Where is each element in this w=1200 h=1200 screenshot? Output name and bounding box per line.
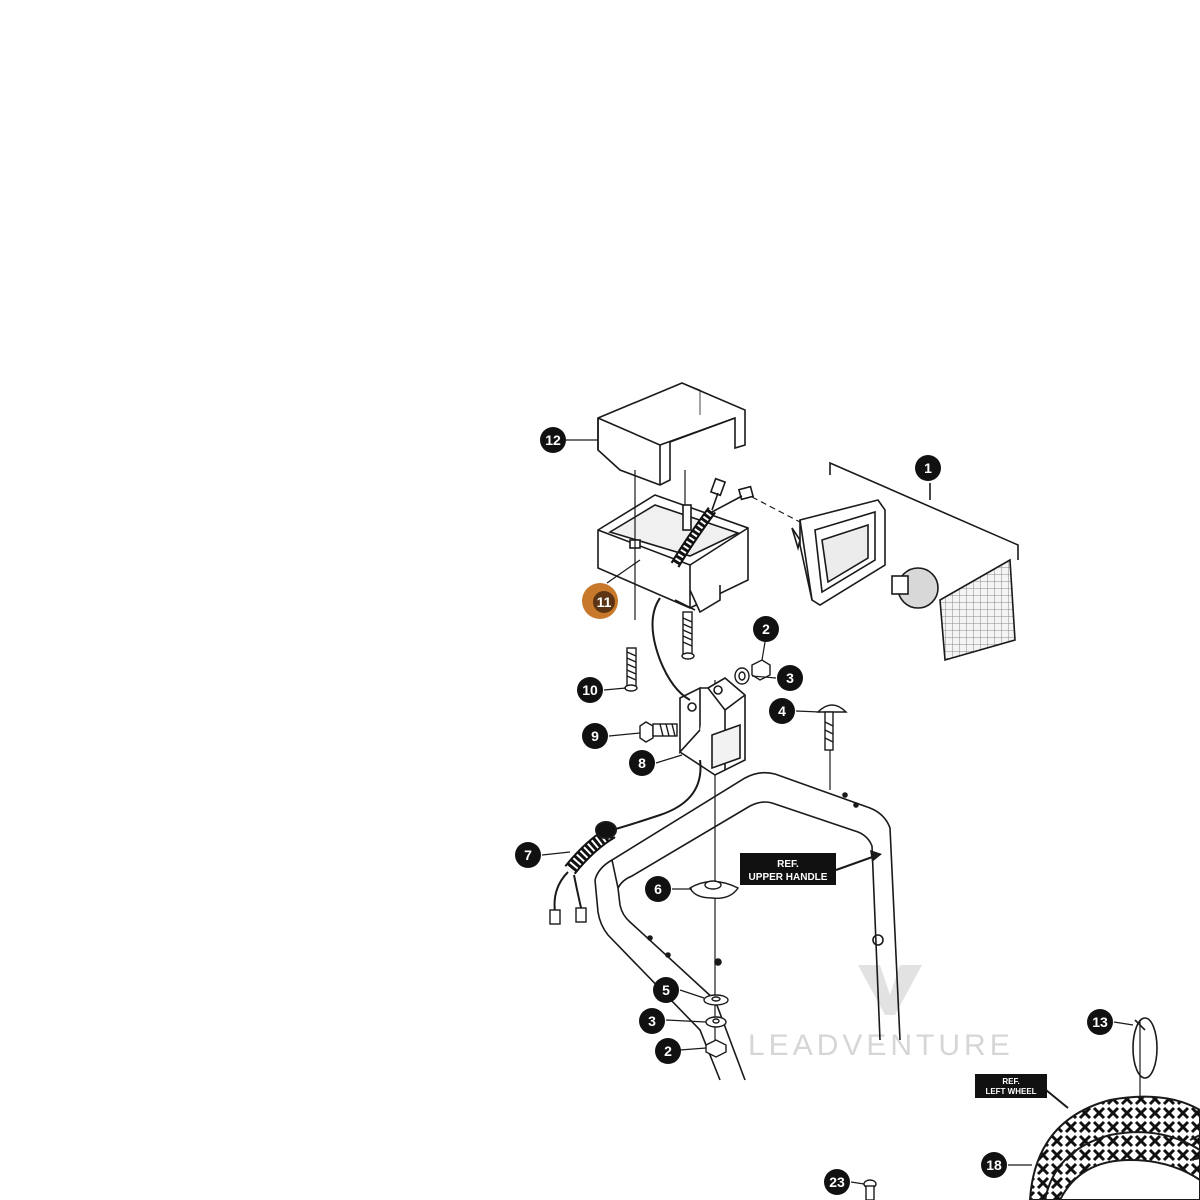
lock-pin-part-13 bbox=[1132, 1017, 1158, 1079]
screw-housing bbox=[681, 611, 695, 660]
callout-5[interactable]: 5 bbox=[653, 977, 679, 1003]
cover-part-12 bbox=[597, 382, 746, 486]
callout-3-bottom-label: 3 bbox=[648, 1013, 656, 1029]
callout-1[interactable]: 1 bbox=[915, 455, 941, 481]
callout-13-label: 13 bbox=[1092, 1014, 1108, 1030]
callout-23[interactable]: 23 bbox=[824, 1169, 850, 1195]
callout-1-label: 1 bbox=[924, 460, 932, 476]
callout-9[interactable]: 9 bbox=[582, 723, 608, 749]
bolt-part-9 bbox=[639, 721, 678, 743]
callout-23-label: 23 bbox=[829, 1174, 845, 1190]
callout-11[interactable]: 11 bbox=[582, 583, 618, 619]
callout-8-label: 8 bbox=[638, 755, 646, 771]
callout-18-label: 18 bbox=[986, 1157, 1002, 1173]
leader-lines bbox=[541, 439, 1134, 1185]
callout-3-top-label: 3 bbox=[786, 670, 794, 686]
ref-left-wheel-line2: LEFT WHEEL bbox=[985, 1087, 1036, 1096]
callout-10-label: 10 bbox=[582, 682, 598, 698]
watermark-text: LEADVENTURE bbox=[748, 1029, 1014, 1062]
callout-7-label: 7 bbox=[524, 847, 532, 863]
lamp-assembly-part-1 bbox=[791, 461, 1019, 662]
ref-upper-handle-line2: UPPER HANDLE bbox=[749, 872, 828, 883]
ref-left-wheel-line1: REF. bbox=[1002, 1077, 1019, 1086]
callout-7[interactable]: 7 bbox=[515, 842, 541, 868]
callout-11-label: 11 bbox=[597, 594, 612, 610]
wheel-part-18 bbox=[1028, 1095, 1200, 1200]
callout-3-bottom[interactable]: 3 bbox=[639, 1008, 665, 1034]
ref-left-wheel-label: REF. LEFT WHEEL bbox=[975, 1074, 1069, 1109]
upper-handle-frame bbox=[594, 771, 901, 1081]
watermark-logo-icon bbox=[858, 965, 922, 1015]
watermark: LEADVENTURE bbox=[748, 965, 1014, 1062]
pin-part-23 bbox=[863, 1179, 877, 1200]
callout-6-label: 6 bbox=[654, 881, 662, 897]
callout-2-bottom[interactable]: 2 bbox=[655, 1038, 681, 1064]
callout-12-label: 12 bbox=[545, 432, 561, 448]
callout-8[interactable]: 8 bbox=[629, 750, 655, 776]
callout-3-top[interactable]: 3 bbox=[777, 665, 803, 691]
wire-harness-part-7 bbox=[549, 597, 702, 925]
housing-part-11 bbox=[597, 477, 755, 614]
callout-6[interactable]: 6 bbox=[645, 876, 671, 902]
callout-2-bottom-label: 2 bbox=[664, 1043, 672, 1059]
callout-9-label: 9 bbox=[591, 728, 599, 744]
ref-upper-handle-label: REF. UPPER HANDLE bbox=[740, 850, 882, 885]
nut-washer-top bbox=[734, 659, 771, 685]
callout-2-top-label: 2 bbox=[762, 621, 770, 637]
callout-5-label: 5 bbox=[662, 982, 670, 998]
bracket-part-8 bbox=[678, 677, 746, 776]
bolt-part-4 bbox=[816, 704, 848, 751]
callout-13[interactable]: 13 bbox=[1087, 1009, 1113, 1035]
callout-4[interactable]: 4 bbox=[769, 698, 795, 724]
callout-18[interactable]: 18 bbox=[981, 1152, 1007, 1178]
callout-12[interactable]: 12 bbox=[540, 427, 566, 453]
callout-4-label: 4 bbox=[778, 703, 786, 719]
fastener-stack-bottom bbox=[703, 994, 729, 1058]
callout-2-top[interactable]: 2 bbox=[753, 616, 779, 642]
grommet-part-6 bbox=[689, 880, 740, 899]
screw-part-10 bbox=[624, 647, 638, 692]
ref-upper-handle-line1: REF. bbox=[777, 859, 799, 870]
callout-10[interactable]: 10 bbox=[577, 677, 603, 703]
